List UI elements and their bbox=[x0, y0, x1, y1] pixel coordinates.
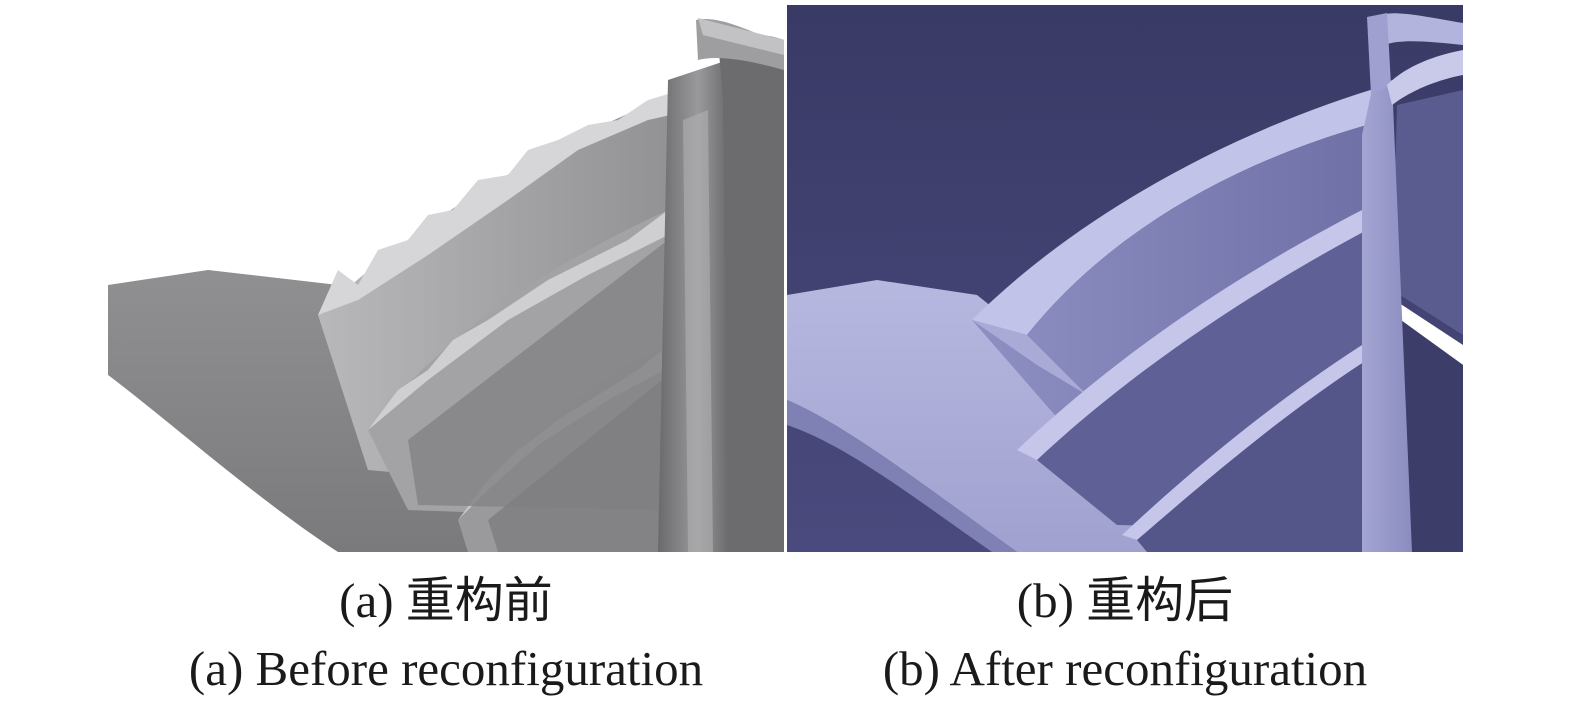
caption-b-chinese: (b) 重构后 bbox=[1016, 573, 1234, 628]
smooth-render-after bbox=[787, 5, 1463, 552]
caption-a-chinese: (a) 重构前 bbox=[339, 573, 553, 628]
caption-b-english: (b) After reconfiguration bbox=[882, 641, 1368, 696]
panel-b-after-render bbox=[787, 5, 1463, 552]
caption-a-english: (a) Before reconfiguration bbox=[188, 641, 704, 696]
mesh-render-before bbox=[108, 0, 784, 552]
panel-a-before-render bbox=[108, 0, 784, 552]
